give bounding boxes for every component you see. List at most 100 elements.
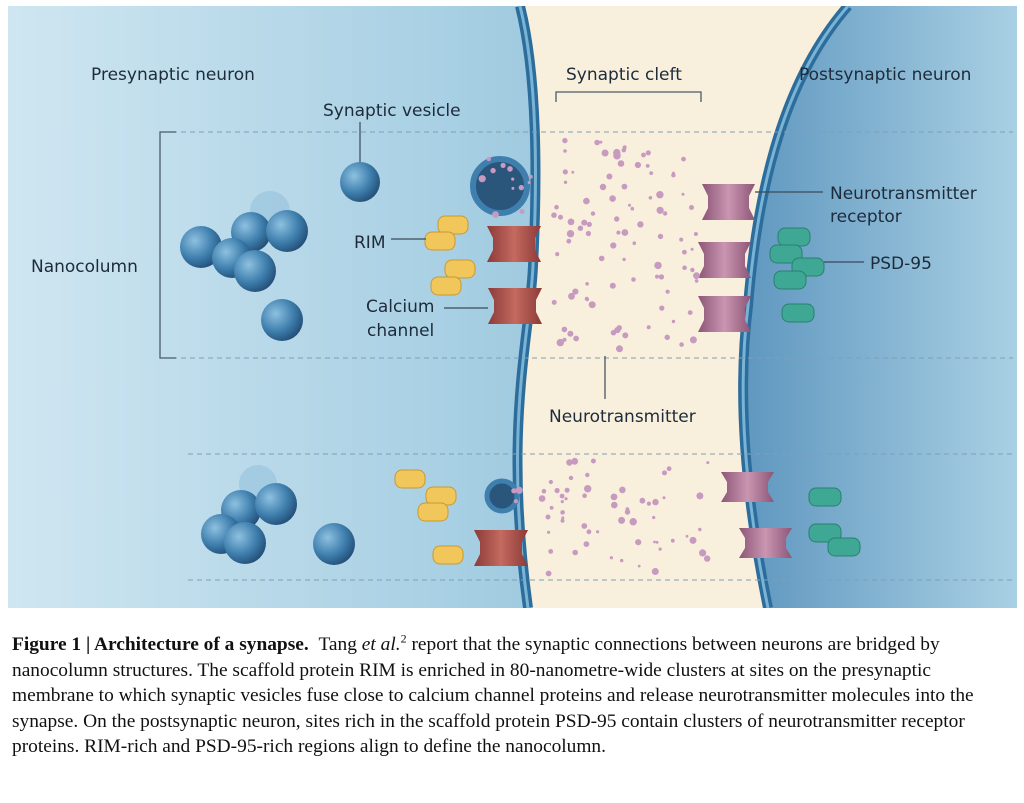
neurotransmitter-molecule — [621, 183, 628, 190]
calcium-channel — [474, 530, 528, 566]
psd95-protein — [781, 303, 815, 323]
presynaptic-membrane-inner — [515, 6, 537, 608]
label-channel: channel — [367, 321, 434, 341]
neurotransmitter-molecule — [585, 472, 590, 478]
neurotransmitter-molecule — [585, 230, 592, 237]
neurotransmitter-molecule — [610, 493, 618, 501]
neurotransmitter-molecule — [631, 277, 636, 282]
neurotransmitter-molecule — [547, 530, 551, 534]
synaptic-vesicle — [224, 522, 266, 564]
neurotransmitter-molecule — [620, 558, 624, 563]
neurotransmitter-molecule — [616, 230, 621, 235]
psd95-proteins — [769, 227, 861, 557]
calcium-channels — [474, 226, 542, 566]
neurotransmitter-molecule — [693, 272, 700, 280]
neurotransmitter-molecule — [586, 221, 592, 227]
neurotransmitter-molecule — [621, 147, 627, 153]
neurotransmitter-molecule — [558, 214, 563, 220]
neurotransmitter-molecule — [599, 140, 603, 144]
psd95-protein — [808, 487, 842, 507]
neurotransmitter-molecule — [646, 325, 651, 330]
neurotransmitter-molecule — [652, 498, 659, 506]
neurotransmitter-molecule — [662, 496, 666, 500]
neurotransmitter-molecule — [586, 529, 592, 535]
neurotransmitter-molecule — [584, 485, 592, 493]
neurotransmitter-molecule — [617, 160, 625, 167]
neurotransmitter-molecule — [656, 206, 664, 214]
rim-proteins — [394, 215, 476, 565]
neurotransmitter-molecule — [567, 330, 574, 337]
psd95-protein — [769, 244, 803, 264]
neurotransmitter-molecule — [646, 501, 652, 506]
neurotransmitter-molecule — [577, 225, 584, 231]
cleft-bracket — [555, 91, 702, 102]
neurotransmitter-molecule — [554, 204, 559, 210]
neurotransmitter-molecule — [541, 488, 547, 494]
neurotransmitter-molecule — [618, 516, 626, 524]
neurotransmitter-molecule — [687, 310, 693, 315]
neurotransmitter-molecule — [560, 510, 565, 515]
neurotransmitter-molecule — [694, 279, 699, 283]
neurotransmitter-molecule — [662, 470, 667, 476]
neurotransmitter-molecule — [551, 299, 557, 305]
caption-etal: et al. — [361, 634, 401, 655]
neurotransmitter-molecule — [609, 556, 614, 560]
neurotransmitter-molecule — [545, 570, 552, 577]
synaptic-vesicle — [266, 210, 308, 252]
neurotransmitter-molecule — [566, 459, 573, 466]
neurotransmitter-molecule — [657, 233, 664, 240]
rim-protein — [432, 545, 464, 565]
neurotransmitter-molecule — [596, 530, 600, 534]
neurotransmitter-molecule — [679, 237, 684, 242]
rim-protein — [394, 469, 426, 489]
neurotransmitter-molecule — [690, 247, 694, 251]
neurotransmitter-molecule — [566, 238, 572, 244]
label-synaptic-cleft: Synaptic cleft — [566, 65, 682, 85]
neurotransmitter-molecule — [563, 149, 567, 153]
neurotransmitter-molecule — [486, 156, 491, 162]
postsynaptic-area — [743, 6, 1017, 608]
calcium-channel — [487, 226, 541, 262]
neurotransmitter-molecule — [562, 169, 568, 175]
neurotransmitter-molecule — [693, 232, 698, 236]
label-synaptic-vesicle: Synaptic vesicle — [323, 101, 461, 121]
neurotransmitter-molecule — [590, 211, 596, 216]
neurotransmitter-molecule — [655, 540, 659, 544]
neurotransmitter-molecule — [671, 173, 676, 178]
neurotransmitter-molecule — [634, 161, 642, 169]
neurotransmitter-molecule — [562, 137, 568, 144]
neurotransmitter-molecule — [681, 156, 686, 162]
psd95-protein — [827, 537, 861, 557]
caption-title: Figure 1 | Architecture of a synapse. — [12, 634, 309, 655]
neurotransmitter-molecule — [641, 152, 646, 158]
neurotransmitter-molecule — [616, 345, 623, 353]
neurotransmitter-molecule — [572, 549, 578, 556]
neurotransmitter-molecule — [611, 501, 618, 509]
neurotransmitter-molecule — [658, 547, 662, 551]
neurotransmitter-molecule — [610, 329, 617, 336]
neurotransmitter-molecule — [571, 457, 579, 465]
neurotransmitter-molecule — [507, 166, 513, 172]
neurotransmitter-molecule — [628, 203, 631, 207]
neurotransmitter-molecule — [590, 458, 596, 464]
label-psd95: PSD-95 — [870, 254, 932, 274]
neurotransmitter-molecule — [619, 486, 626, 494]
neurotransmitter-molecule — [639, 497, 646, 504]
label-calcium: Calcium — [366, 297, 434, 317]
neurotransmitter-molecule — [689, 205, 694, 210]
rim-protein — [437, 215, 469, 235]
neurotransmitter-molecule — [594, 139, 600, 146]
synaptic-vesicle — [313, 523, 355, 565]
neurotransmitter-molecule — [560, 500, 564, 504]
neurotransmitter-molecule — [588, 301, 596, 309]
neurotransmitter-molecule — [560, 518, 565, 523]
psd95-protein — [777, 227, 811, 247]
neurotransmitter-molecule — [490, 167, 496, 174]
neurotransmitter-molecule — [699, 549, 707, 557]
neurotransmitter-molecule — [515, 486, 523, 494]
neurotransmitter-molecule — [562, 337, 567, 342]
neurotransmitter-molecule — [706, 461, 710, 465]
neurotransmitter-molecule — [689, 536, 697, 544]
neurotransmitter-molecule — [659, 305, 665, 311]
neurotransmitter-molecule — [704, 555, 711, 562]
